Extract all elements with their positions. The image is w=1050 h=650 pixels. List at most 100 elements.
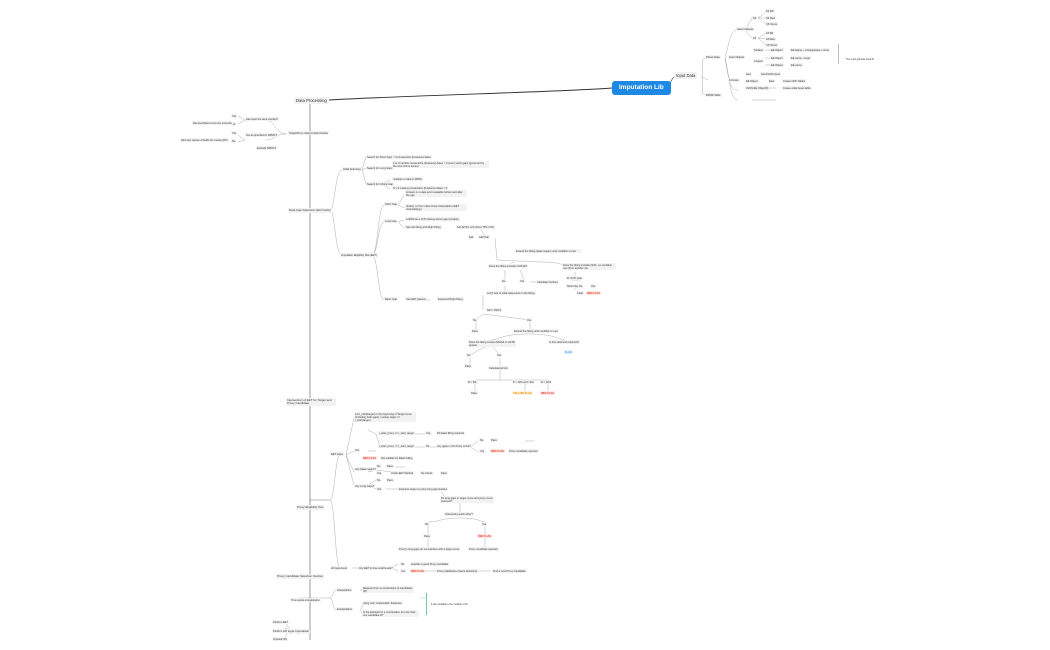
gap-detection-node[interactable]: Data Gap Detection (EO Facts)	[288, 207, 332, 213]
formats-node[interactable]: Formats	[728, 78, 740, 83]
extrapolation-node[interactable]: Extrapolation	[336, 607, 354, 612]
yes-p7[interactable]: Yes	[481, 522, 488, 527]
extrap-rule-1[interactable]: using only "reasonable" distances	[362, 601, 403, 606]
yes-p4[interactable]: Yes	[376, 471, 383, 476]
proxy-selection-node[interactable]: Proxy Candidate Selection Section	[276, 573, 325, 579]
geo-leaf[interactable]: GeoJSON (Geo)	[760, 72, 782, 77]
initial-scanning-node[interactable]: Initial Scanning	[342, 167, 362, 172]
no-d[interactable]: No	[466, 353, 472, 358]
ee-object-3-leaf[interactable]: EE name	[790, 63, 803, 68]
red-flag-b[interactable]: RED FLAG	[540, 391, 556, 396]
yes-p6[interactable]: Yes	[376, 487, 383, 492]
imputation-eligibility-node[interactable]: Imputation Eligibility Test (EET)	[340, 253, 378, 258]
input-objects-node[interactable]: Input Objects	[728, 55, 746, 60]
ee-object-2-leaf[interactable]: EE name + layer	[790, 56, 812, 61]
l8-leaf-3[interactable]: CS Score	[765, 43, 779, 48]
contains-2-node[interactable]: Does the fitting contain NDVail or stil …	[468, 340, 516, 348]
custom-node[interactable]: Custom	[753, 59, 764, 64]
slow-flag[interactable]: Slow Flag	[566, 284, 580, 289]
long-gap-rule-1[interactable]: Left/Fill as a S=8 missing above gap (ro…	[405, 217, 460, 222]
short-gap-rule-2[interactable]: (Index): to from value linear interpolat…	[405, 204, 467, 212]
apply-ts-node[interactable]: Does the fitting includes fluffs, no con…	[562, 263, 616, 271]
eet-gaps-node[interactable]: EET Gaps	[330, 452, 344, 457]
n-condition-node[interactable]: S/N > 80(%)	[486, 308, 503, 313]
pass-p5[interactable]: Pass	[440, 471, 448, 476]
pass-p7[interactable]: Pass	[423, 534, 431, 539]
do-intersect[interactable]: Do long gaps in target curve and proxy c…	[440, 496, 494, 504]
not-suitable[interactable]: Not suitable for Back Filling	[380, 456, 414, 461]
all-gaps[interactable]: All Gaps level	[330, 566, 348, 571]
under-eet[interactable]: Under EET Method	[390, 471, 415, 476]
search-infinite-node[interactable]: Search for Infinite Gap	[366, 182, 394, 187]
add-fields-node[interactable]: Add new names of fields for missing RTs	[180, 138, 229, 143]
l8-leaf-1[interactable]: L8 SR	[765, 31, 775, 36]
pass-d[interactable]: Pass	[464, 364, 472, 369]
imputed-r[interactable]: Imputed (R)	[272, 637, 288, 642]
yellow-flag[interactable]: YELLOW FLAG	[512, 391, 533, 396]
let-n-node[interactable]: Let N is E of valid data points in the f…	[486, 291, 536, 296]
yes-b[interactable]: Yes	[590, 284, 597, 289]
no-p2[interactable]: No	[425, 444, 431, 449]
rejected[interactable]: Proxy candidate rejected	[468, 547, 499, 552]
yes-p1[interactable]: Yes	[425, 431, 432, 436]
calculate-outlier[interactable]: Calculate Ourliner	[536, 280, 559, 285]
any-mask[interactable]: Any Mask region?	[354, 467, 377, 472]
pass-c[interactable]: Pass	[471, 329, 479, 334]
proxy-candidate-rejected-1[interactable]: Proxy candidate rejected	[508, 449, 539, 454]
pass-p6[interactable]: Pass	[386, 478, 394, 483]
intersecting[interactable]: Intersecting each other?	[444, 512, 474, 517]
r-2[interactable]: 5 > 10% and >3%	[512, 380, 535, 385]
perform-lir[interactable]: Perform LIR	[272, 629, 288, 634]
infinite-rule-2[interactable]: N x 6 missing consecutive (business) dat…	[392, 186, 449, 191]
red-flag-a[interactable]: RED FLAG	[586, 291, 602, 296]
extrap-rule-2[interactable]: Is the Extrapol on a combination of more…	[362, 610, 419, 618]
no-p8[interactable]: No	[400, 562, 406, 567]
extend-2-node[interactable]: Extend the fitting until condition is me…	[513, 329, 559, 334]
s2-leaf-2[interactable]: S2 Raw	[765, 16, 777, 21]
clear-b[interactable]: Clear	[576, 291, 585, 296]
short-gap-rule-1[interactable]: At least 1 no data point available befor…	[405, 190, 467, 198]
contains-outlier-node[interactable]: Does the fitting includes OOFall?	[488, 264, 528, 269]
search-long-node[interactable]: Search for Long Gaps	[366, 166, 394, 171]
red-flag-p1[interactable]: RED FLAG	[490, 449, 506, 454]
any-gaps[interactable]: Any gaps in the Proxy curve?	[436, 444, 472, 449]
fail-1[interactable]: Fail	[468, 235, 475, 240]
interp-rule[interactable]: Required from a combination of candidate…	[362, 586, 414, 594]
json-ee-node[interactable]: JSON EE Object(fi)	[745, 86, 770, 91]
no-check[interactable]: No Check	[420, 471, 434, 476]
r-10pct[interactable]: R <10% past	[566, 276, 583, 281]
planet-data-node[interactable]: Planet Data	[705, 55, 721, 60]
red-flag-p3[interactable]: RED FLAG	[477, 534, 493, 539]
long-gap-node[interactable]: Long Gap	[384, 219, 398, 224]
basic-gap-node[interactable]: Basic Gap	[384, 297, 398, 302]
any-eet[interactable]: Any EET in time at all levels?	[358, 566, 394, 571]
target-proxy-node[interactable]: Target/Proxy Object Initial Checks	[288, 131, 329, 136]
no-p6[interactable]: No	[376, 478, 382, 483]
root-node[interactable]: Imputation Lib	[612, 81, 671, 95]
r-1[interactable]: R > 5%	[467, 380, 478, 385]
find-new[interactable]: Find a new Proxy Candidate	[492, 569, 527, 574]
no-b[interactable]: No	[578, 284, 584, 289]
start-proxy-eq[interactable]: I_start_proxy == I_start_target	[378, 431, 415, 436]
input-data-node[interactable]: Input Data	[674, 72, 698, 79]
calibration[interactable]: Proxy Calibration (Gains detection)	[436, 569, 479, 574]
any-long[interactable]: Any Long Gaps?	[354, 484, 376, 489]
short-gap-node[interactable]: Short Gap	[384, 202, 398, 207]
s2-node[interactable]: S2	[752, 16, 758, 21]
short-rule-node[interactable]: < 3 consecutive (business) dates	[392, 155, 432, 160]
intersection-node[interactable]: Intersection of EET for Target and Proxy…	[286, 398, 336, 407]
l8-leaf-2[interactable]: L8 Raw	[765, 37, 776, 42]
possibly[interactable]: possibly a good Proxy candidate	[410, 562, 450, 567]
rpmd-table-node[interactable]: RPMD Table	[705, 93, 722, 98]
ee-object-1[interactable]: EE Object	[770, 48, 784, 53]
geo-node[interactable]: Geo	[745, 72, 752, 77]
proxy-eligibility-node[interactable]: Proxy Eligibility Test	[296, 504, 325, 510]
long-rule-node[interactable]: 4 or 6 months consecutive (business) dat…	[392, 161, 489, 169]
red-flag-p2[interactable]: RED FLAG	[362, 456, 378, 461]
yes-d[interactable]: Yes	[496, 353, 503, 358]
yes-p3[interactable]: Yes	[479, 449, 486, 454]
expected-right-fitting[interactable]: Expected Right fitting	[437, 297, 464, 302]
pass-1[interactable]: Add Pair	[478, 235, 490, 240]
yes-a[interactable]: Yes	[519, 279, 526, 284]
surface-node[interactable]: Surface	[753, 48, 764, 53]
